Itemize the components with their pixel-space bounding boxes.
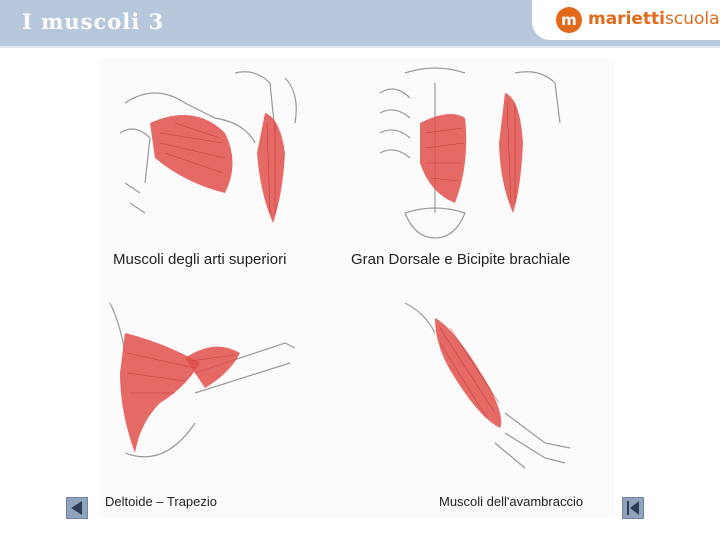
muscle-illustration: Muscoli degli arti superiori Gran Dorsal…	[100, 58, 615, 518]
caption-upper-limb-muscles: Muscoli degli arti superiori	[113, 251, 287, 268]
logo-mark-icon: m	[556, 7, 582, 33]
illustration-deltoid-trapezius	[109, 302, 296, 458]
publisher-logo: m mariettiscuola	[532, 0, 720, 40]
caption-forearm-muscles: Muscoli dell'avambraccio	[439, 494, 584, 509]
caption-latissimus-biceps: Gran Dorsale e Bicipite brachiale	[351, 251, 571, 268]
logo-text: mariettiscuola	[588, 9, 720, 29]
illustration-latissimus-biceps	[379, 67, 561, 239]
header-divider	[0, 46, 720, 49]
illustration-forearm-muscles	[404, 302, 571, 469]
logo-brand-bold: marietti	[588, 9, 666, 29]
caption-deltoid-trapezius: Deltoide – Trapezio	[105, 494, 218, 509]
last-slide-button[interactable]	[622, 497, 644, 519]
slide-header: I muscoli 3 m mariettiscuola	[0, 0, 720, 49]
logo-brand-light: scuola	[665, 9, 720, 29]
previous-slide-button[interactable]	[66, 497, 88, 519]
triangle-left-icon	[71, 501, 82, 515]
slide-title: I muscoli 3	[22, 9, 165, 34]
illustration-upper-limb-muscles	[119, 71, 297, 223]
skip-last-icon	[627, 501, 639, 515]
